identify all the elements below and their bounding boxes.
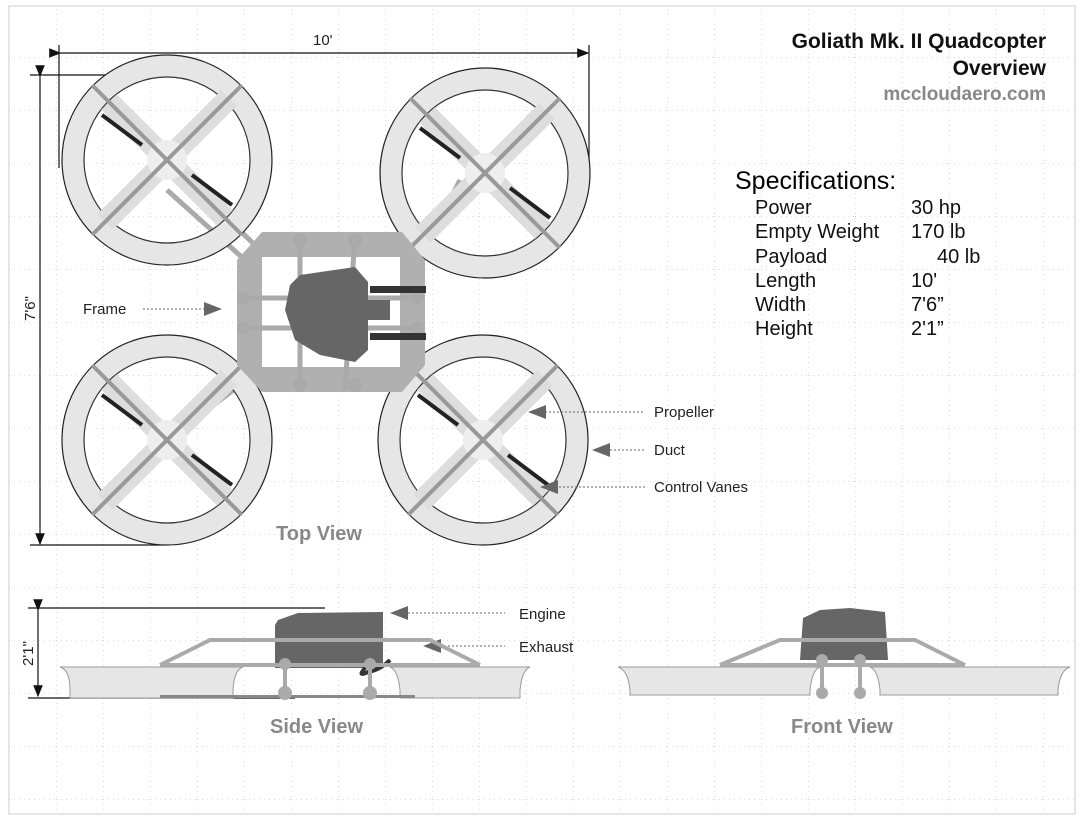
front-view-drawing: [617, 608, 1071, 699]
side-view-drawing: [28, 599, 531, 700]
spec-name: Height: [755, 318, 813, 341]
length-dimension: [49, 45, 590, 175]
title-line-1: Goliath Mk. II Quadcopter: [791, 30, 1046, 53]
spec-value: 10': [911, 269, 938, 292]
spec-value: 2'1”: [911, 318, 944, 341]
spec-value: 40 lb: [937, 245, 981, 268]
title-line-2: Overview: [952, 57, 1046, 80]
callout-propeller: Propeller: [654, 404, 715, 421]
callout-duct: Duct: [654, 442, 685, 459]
height-label: 2'1": [19, 641, 37, 666]
top-view-label: Top View: [276, 523, 362, 545]
spec-value: 7'6”: [911, 294, 944, 317]
exhaust-pipes: [370, 286, 426, 340]
specs-heading: Specifications:: [735, 167, 897, 195]
spec-value: 30 hp: [911, 197, 962, 219]
callout-frame: Frame: [83, 301, 127, 318]
front-view-label: Front View: [791, 716, 893, 738]
spec-name: Power: [755, 197, 812, 219]
width-label: 7'6": [21, 296, 39, 321]
spec-value: 170 lb: [911, 221, 966, 244]
spec-name: Payload: [755, 245, 828, 268]
spec-name: Empty Weight: [755, 221, 880, 244]
callout-engine: Engine: [519, 606, 566, 623]
side-view-label: Side View: [270, 716, 364, 738]
website-label: mccloudaero.com: [883, 84, 1046, 105]
spec-name: Length: [755, 269, 817, 292]
callout-lines: [143, 308, 645, 647]
engine: [285, 267, 390, 362]
callout-exhaust: Exhaust: [519, 639, 574, 656]
length-label: 10': [313, 32, 333, 49]
callout-control-vanes: Control Vanes: [654, 479, 748, 496]
spec-name: Width: [755, 294, 807, 317]
